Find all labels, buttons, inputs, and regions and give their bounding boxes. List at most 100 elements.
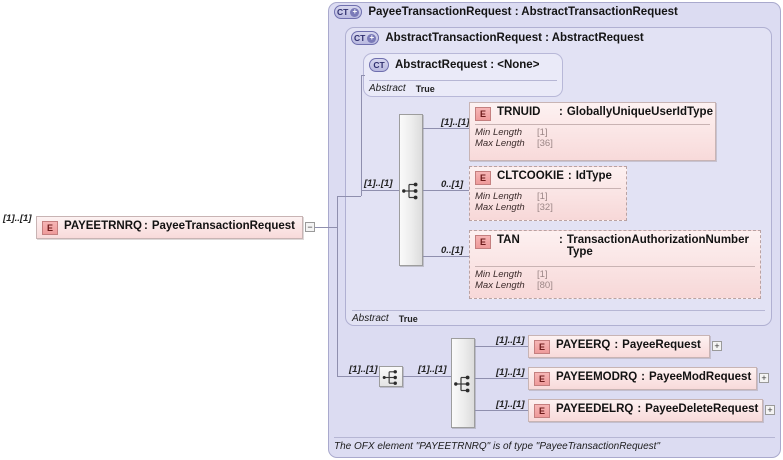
facet-key-max-length-cltcookie: Max Length [475, 202, 525, 213]
element-box-payeetrnrq[interactable]: E PAYEETRNRQ : PayeeTransactionRequest [36, 216, 303, 239]
abstract-value-middle: True [398, 313, 418, 324]
complextype-label-outer: PayeeTransactionRequest : AbstractTransa… [368, 6, 678, 18]
element-type-trnuid: GloballyUniqueUserIdType [566, 106, 713, 118]
element-type-cltcookie: IdType [575, 170, 612, 182]
element-name-payeerq: PAYEERQ [556, 339, 611, 351]
element-type-payeerq: PayeeRequest [622, 339, 701, 351]
abstract-label-inner: Abstract [369, 83, 406, 94]
facet-value-min-length-tan: [1] [537, 269, 548, 280]
element-box-payeedelrq[interactable]: E PAYEEDELRQ : PayeeDeleteRequest [528, 399, 763, 422]
abstract-row-abstracttransactionrequest: Abstract True [352, 310, 765, 324]
facet-list-tan: Min Length [1] Max Length [80] [475, 266, 755, 291]
facet-row: Max Length [36] [475, 138, 710, 149]
element-box-payeerq[interactable]: E PAYEERQ : PayeeRequest [528, 335, 710, 358]
element-header-payeetrnrq: E PAYEETRNRQ : PayeeTransactionRequest [37, 217, 302, 237]
element-header-payeedelrq: E PAYEEDELRQ : PayeeDeleteRequest [529, 400, 762, 420]
element-name-tan: TAN [497, 234, 520, 246]
expand-expander-payeemodrq[interactable]: + [759, 373, 769, 383]
ct-badge-text-middle: CT [354, 33, 366, 43]
sequence-compositor-icon-upper [402, 182, 418, 200]
sequence-compositor-lower-right[interactable] [451, 338, 475, 428]
connector-upper-riser [361, 75, 362, 196]
facet-value-min-length-trnuid: [1] [537, 127, 548, 138]
sequence-compositor-upper[interactable] [399, 114, 423, 266]
sequence-compositor-icon-lower-right [454, 375, 470, 393]
element-separator-trnuid: : [559, 106, 563, 118]
facet-key-max-length-trnuid: Max Length [475, 138, 525, 149]
element-separator-payeedelrq: : [637, 403, 642, 415]
sequence-compositor-lower-left[interactable] [379, 366, 403, 387]
abstract-row-abstractrequest: Abstract True [369, 80, 557, 94]
facet-row: Min Length [1] [475, 191, 621, 202]
element-box-tan[interactable]: E TAN : TransactionAuthorizationNumberTy… [469, 230, 761, 299]
abstract-value-inner: True [415, 83, 435, 94]
element-icon-payeerq: E [534, 340, 550, 354]
element-box-payeemodrq[interactable]: E PAYEEMODRQ : PayeeModRequest [528, 367, 757, 390]
connector-seq-to-payeerq [475, 346, 528, 347]
complextype-icon-inner[interactable]: CT [369, 58, 389, 72]
cardinality-root-element: [1]..[1] [3, 213, 32, 224]
cardinality-trnuid: [1]..[1] [441, 117, 470, 128]
connector-seq-to-payeedelrq [475, 410, 528, 411]
element-header-trnuid: E TRNUID : GloballyUniqueUserIdType [470, 103, 715, 123]
element-header-cltcookie: E CLTCOOKIE : IdType [470, 167, 626, 187]
facet-list-cltcookie: Min Length [1] Max Length [32] [475, 188, 621, 213]
facet-list-trnuid: Min Length [1] Max Length [36] [475, 124, 710, 149]
facet-row: Max Length [80] [475, 280, 755, 291]
element-icon-cltcookie: E [475, 171, 491, 185]
facet-row: Min Length [1] [475, 127, 710, 138]
cardinality-cltcookie: 0..[1] [441, 179, 464, 190]
complextype-label-inner: AbstractRequest : <None> [395, 59, 540, 71]
element-icon-payeedelrq: E [534, 404, 550, 418]
cardinality-payeedelrq: [1]..[1] [496, 399, 525, 410]
element-box-cltcookie[interactable]: E CLTCOOKIE : IdType Min Length [1] Max … [469, 166, 627, 221]
collapse-expander-payeetrnrq[interactable]: − [305, 222, 315, 232]
plus-icon-outer: + [350, 7, 360, 17]
cardinality-payeerq: [1]..[1] [496, 335, 525, 346]
element-name-cltcookie: CLTCOOKIE [497, 170, 564, 182]
connector-root-to-panel [315, 227, 337, 228]
complextype-title-payeetransactionrequest: CT+ PayeeTransactionRequest : AbstractTr… [334, 5, 678, 19]
element-name-payeemodrq: PAYEEMODRQ [556, 371, 638, 383]
element-header-tan: E TAN : TransactionAuthorizationNumberTy… [470, 231, 760, 260]
connector-lowerleft-to-lowerright [403, 376, 451, 377]
element-header-payeerq: E PAYEERQ : PayeeRequest [529, 336, 709, 356]
expand-expander-payeerq[interactable]: + [712, 341, 722, 351]
complextype-expandable-icon-middle[interactable]: CT+ [351, 31, 380, 45]
cardinality-payeemodrq: [1]..[1] [496, 367, 525, 378]
sequence-compositor-icon-lower-left [382, 370, 397, 385]
element-type-payeetrnrq: PayeeTransactionRequest [151, 220, 295, 232]
facet-key-max-length-tan: Max Length [475, 280, 525, 291]
connector-into-abstractrequest [361, 75, 365, 76]
facet-key-min-length-trnuid: Min Length [475, 127, 523, 138]
facet-key-min-length-cltcookie: Min Length [475, 191, 523, 202]
element-name-payeedelrq: PAYEEDELRQ [556, 403, 634, 415]
abstract-label-middle: Abstract [352, 313, 389, 324]
connector-seq-to-cltcookie [423, 190, 469, 191]
element-separator-payeemodrq: : [641, 371, 646, 383]
facet-value-max-length-cltcookie: [32] [537, 202, 553, 213]
element-icon-trnuid: E [475, 107, 491, 121]
element-type-tan: TransactionAuthorizationNumberType [566, 234, 749, 258]
element-icon-payeemodrq: E [534, 372, 550, 386]
expand-expander-payeedelrq[interactable]: + [765, 405, 775, 415]
connector-to-upper-sequence [361, 190, 399, 191]
ct-badge-text-inner: CT [373, 60, 385, 70]
facet-row: Max Length [32] [475, 202, 621, 213]
cardinality-lower-sequence-out: [1]..[1] [418, 364, 447, 375]
connector-seq-to-tan [423, 256, 469, 257]
facet-value-max-length-trnuid: [36] [537, 138, 553, 149]
connector-seq-to-trnuid [423, 128, 469, 129]
facet-row: Min Length [1] [475, 269, 755, 280]
element-separator-payeetrnrq: : [143, 220, 148, 232]
cardinality-upper-sequence: [1]..[1] [364, 178, 393, 189]
facet-key-min-length-tan: Min Length [475, 269, 523, 280]
element-type-payeemodrq: PayeeModRequest [649, 371, 752, 383]
element-box-trnuid[interactable]: E TRNUID : GloballyUniqueUserIdType Min … [469, 102, 716, 161]
complextype-expandable-icon-outer[interactable]: CT+ [334, 5, 363, 19]
connector-seq-to-payeemodrq [475, 378, 528, 379]
ct-badge-text-outer: CT [337, 7, 349, 17]
element-header-payeemodrq: E PAYEEMODRQ : PayeeModRequest [529, 368, 756, 388]
complextype-title-abstracttransactionrequest: CT+ AbstractTransactionRequest : Abstrac… [351, 31, 644, 45]
